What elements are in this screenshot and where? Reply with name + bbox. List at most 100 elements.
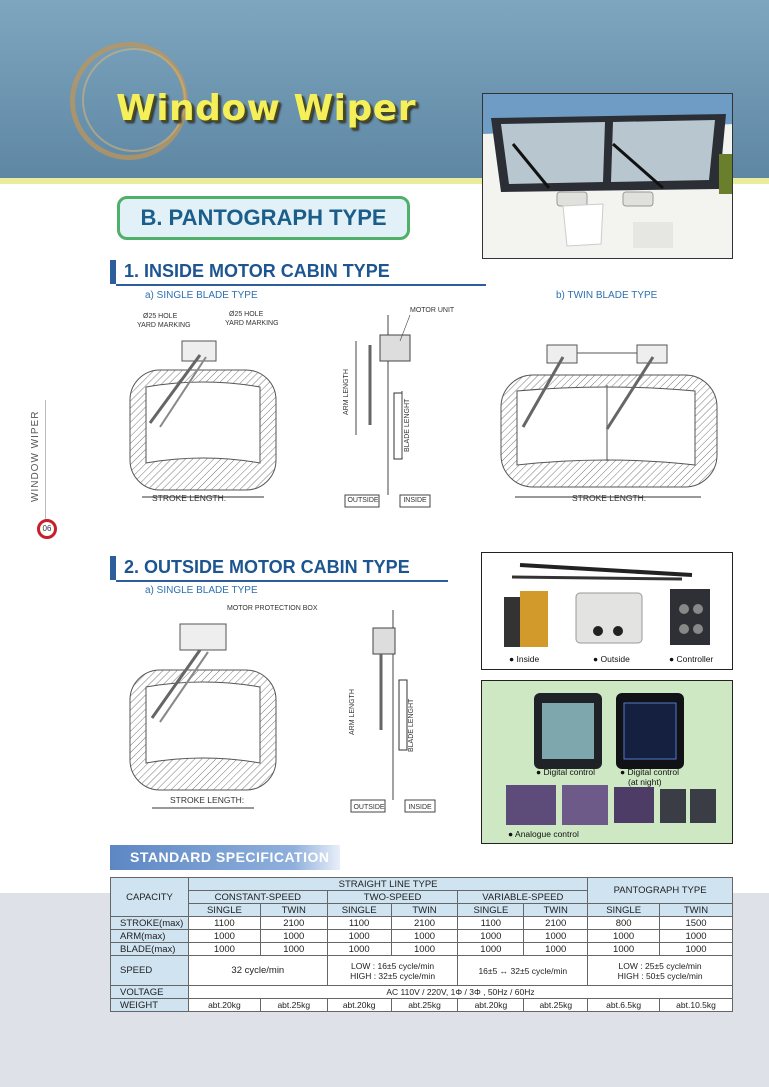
section2-sub-a: a) SINGLE BLADE TYPE: [145, 585, 258, 596]
section2-title: 2. OUTSIDE MOTOR CABIN TYPE: [124, 557, 410, 577]
section2-heading: 2. OUTSIDE MOTOR CABIN TYPE: [110, 556, 448, 582]
speed-panto-high: HIGH : 50±5 cycle/min: [617, 970, 703, 981]
speed-two-high: HIGH : 32±5 cycle/min: [350, 970, 436, 981]
table-cell: 1000: [659, 942, 733, 956]
motor-unit-label: MOTOR UNIT: [410, 307, 455, 314]
speed-pantograph: LOW : 25±5 cycle/min HIGH : 50±5 cycle/m…: [587, 955, 733, 986]
row-label: BLADE(max): [110, 942, 189, 956]
speed-label: SPEED: [110, 955, 189, 986]
pantograph-header: PANTOGRAPH TYPE: [587, 877, 733, 904]
controller-caption: ● Controller: [669, 654, 714, 664]
voltage-value: AC 110V / 220V, 1Φ / 3Φ , 50Hz / 60Hz: [187, 985, 734, 999]
side-view-diagram: [344, 314, 431, 508]
single-blade-diagram: [129, 340, 277, 498]
digital-night-caption: ● Digital control: [620, 767, 679, 777]
table-cell: 1000: [523, 929, 589, 943]
table-row: WEIGHT abt.20kg abt.25kg abt.20kg abt.25…: [110, 998, 733, 1012]
stroke-length-label-1a: STROKE LENGTH:: [152, 493, 227, 503]
speed-two-low: LOW : 16±5 cycle/min: [351, 960, 435, 971]
table-cell: 1100: [326, 916, 392, 930]
controller-caption-text: Controller: [676, 654, 714, 664]
digital-night-caption-text: Digital control: [627, 767, 680, 777]
table-cell: 800: [587, 916, 661, 930]
single-header: SINGLE: [326, 903, 392, 917]
section1-title: 1. INSIDE MOTOR CABIN TYPE: [124, 261, 390, 281]
table-cell: 1100: [457, 916, 525, 930]
inside-label-1: INSIDE: [403, 497, 427, 504]
section1-sub-a: a) SINGLE BLADE TYPE: [145, 290, 258, 301]
table-cell: abt.6.5kg: [587, 998, 661, 1012]
two-speed-header: TWO-SPEED: [326, 890, 459, 904]
blade-length-label-1: BLADE LENGHT: [404, 398, 411, 452]
outside-label-2: OUTSIDE: [353, 804, 385, 811]
row-label: STROKE(max): [110, 916, 189, 930]
control-panels-photo: [506, 693, 716, 825]
analogue-caption-text: Analogue control: [515, 829, 579, 839]
hole2-label: Ø25 HOLE: [229, 311, 264, 318]
table-cell: abt.20kg: [457, 998, 525, 1012]
twin-header: TWIN: [523, 903, 589, 917]
table-cell: 2100: [523, 916, 589, 930]
type-title-box: B. PANTOGRAPH TYPE: [117, 196, 410, 240]
spec-title-bar: STANDARD SPECIFICATION: [110, 845, 340, 870]
page-title: Window Wiper: [116, 88, 416, 129]
product-panel-units: ● Inside ● Outside ● Controller: [481, 552, 733, 670]
motor-box-label: MOTOR PROTECTION BOX: [227, 605, 318, 612]
table-cell: abt.25kg: [259, 998, 328, 1012]
row-label: ARM(max): [110, 929, 189, 943]
section1-heading: 1. INSIDE MOTOR CABIN TYPE: [110, 260, 486, 286]
blade-length-label-2: BLADE LENGHT: [408, 698, 415, 752]
table-cell: 1000: [659, 929, 733, 943]
capacity-header: CAPACITY: [110, 877, 189, 917]
table-cell: 1000: [457, 929, 525, 943]
inside-caption: ● Inside: [509, 654, 540, 664]
outside-label-1: OUTSIDE: [347, 497, 379, 504]
spec-title: STANDARD SPECIFICATION: [130, 849, 330, 865]
voltage-label: VOLTAGE: [110, 985, 189, 999]
table-cell: 1000: [326, 929, 392, 943]
twin-blade-diagram: [500, 344, 718, 498]
side-divider: [45, 400, 46, 520]
table-cell: 1000: [326, 942, 392, 956]
table-cell: 1000: [587, 929, 661, 943]
digital-caption-text: Digital control: [543, 767, 596, 777]
table-cell: 1000: [457, 942, 525, 956]
outside-caption: ● Outside: [593, 654, 630, 664]
table-cell: abt.25kg: [523, 998, 589, 1012]
table-cell: 1000: [187, 929, 261, 943]
single-header: SINGLE: [587, 903, 661, 917]
inside-caption-text: Inside: [516, 654, 540, 664]
section1-sub-b: b) TWIN BLADE TYPE: [556, 290, 658, 301]
decorative-ring-inner: [82, 48, 186, 152]
variable-speed-header: VARIABLE-SPEED: [457, 890, 589, 904]
single-header: SINGLE: [457, 903, 525, 917]
constant-speed-header: CONSTANT-SPEED: [187, 890, 328, 904]
table-cell: 1000: [390, 929, 459, 943]
at-night-caption: (at night): [628, 777, 662, 787]
hole-labels: Ø25 HOLE YARD MARKING Ø25 HOLE YARD MARK…: [137, 311, 279, 329]
spec-table: CAPACITY STRAIGHT LINE TYPE PANTOGRAPH T…: [110, 877, 734, 1012]
table-cell: abt.25kg: [390, 998, 459, 1012]
speed-panto-low: LOW : 25±5 cycle/min: [618, 960, 702, 971]
side-label: WINDOW WIPER: [30, 410, 41, 502]
hole2-marking: YARD MARKING: [225, 320, 279, 327]
table-cell: 1000: [390, 942, 459, 956]
speed-two: LOW : 16±5 cycle/min HIGH : 32±5 cycle/m…: [326, 955, 459, 986]
table-cell: 1100: [187, 916, 261, 930]
table-row: VOLTAGE AC 110V / 220V, 1Φ / 3Φ , 50Hz /…: [110, 985, 734, 999]
hole1-label: Ø25 HOLE: [143, 313, 178, 320]
outside-side-view-diagram: [350, 610, 436, 813]
table-row: ARM(max) 1000 1000 1000 1000 1000 1000 1…: [110, 929, 733, 943]
inside-label-2: INSIDE: [408, 804, 432, 811]
table-row: BLADE(max) 1000 1000 1000 1000 1000 1000…: [110, 942, 733, 956]
weight-label: WEIGHT: [110, 998, 189, 1012]
table-cell: 2100: [390, 916, 459, 930]
outside-single-blade-diagram: [129, 623, 277, 809]
wiper-units-photo: [504, 563, 710, 647]
section2-underline: [116, 580, 448, 582]
table-cell: 1500: [659, 916, 733, 930]
page-number: 06: [37, 519, 57, 539]
arm-length-label-2: ARM LENGTH: [349, 689, 356, 735]
arm-length-label-1: ARM LENGTH: [343, 369, 350, 415]
table-row: STROKE(max) 1100 2100 1100 2100 1100 210…: [110, 916, 733, 930]
